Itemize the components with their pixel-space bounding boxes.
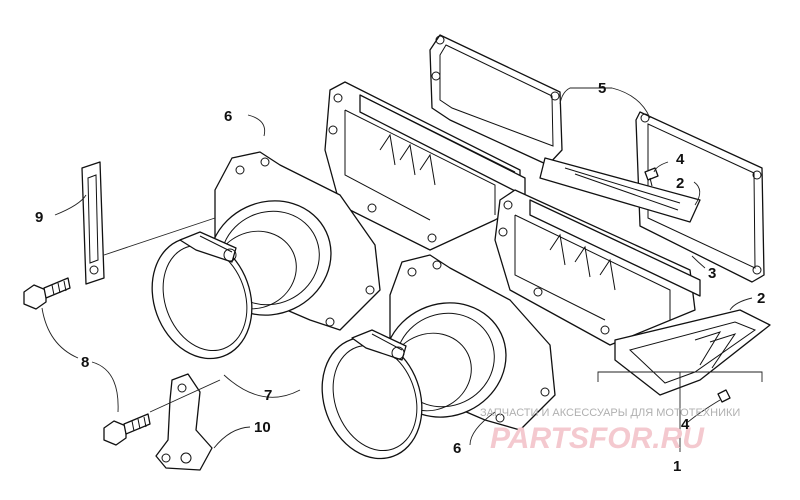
callout-6-lower: 6: [453, 440, 461, 457]
reed-block-upper: [324, 81, 526, 251]
callout-1: 1: [673, 458, 681, 475]
callout-4-lower: 4: [681, 416, 690, 433]
leader-lines: [41, 87, 763, 452]
hose-clamp-upper: [151, 231, 253, 360]
bracket-part-10: [155, 373, 213, 471]
callout-5: 5: [598, 80, 606, 97]
gasket-part-2-lower: [614, 309, 771, 396]
reed-petal-part-2-upper: [539, 157, 701, 223]
screw-part-4-lower: [717, 389, 731, 403]
bolt-part-8-lower: [103, 413, 151, 446]
reed-block-part-3: [494, 189, 701, 346]
hose-clamp-lower: [321, 329, 423, 460]
watermark-logo: PARTSFOR.RU: [490, 422, 705, 455]
callout-labels: 1 2 2 3 4 4 5 6 6 7 8 9 10: [35, 80, 765, 475]
watermark: ЗАПЧАСТИ И АКСЕССУАРЫ ДЛЯ МОТОТЕХНИКИ PA…: [480, 407, 740, 455]
callout-4-upper: 4: [676, 151, 685, 168]
callout-6-upper: 6: [224, 108, 232, 125]
callout-10: 10: [254, 419, 271, 436]
callout-9: 9: [35, 209, 43, 226]
watermark-caption: ЗАПЧАСТИ И АКСЕССУАРЫ ДЛЯ МОТОТЕХНИКИ: [480, 407, 740, 419]
bracket-part-9: [81, 161, 105, 285]
bolt-part-8-upper: [23, 277, 71, 310]
callout-7: 7: [264, 387, 272, 404]
callout-8: 8: [81, 354, 89, 371]
callout-2-lower: 2: [757, 290, 765, 307]
gasket-part-5-right: [635, 111, 765, 283]
callout-3: 3: [708, 265, 716, 282]
callout-2-upper: 2: [676, 175, 684, 192]
